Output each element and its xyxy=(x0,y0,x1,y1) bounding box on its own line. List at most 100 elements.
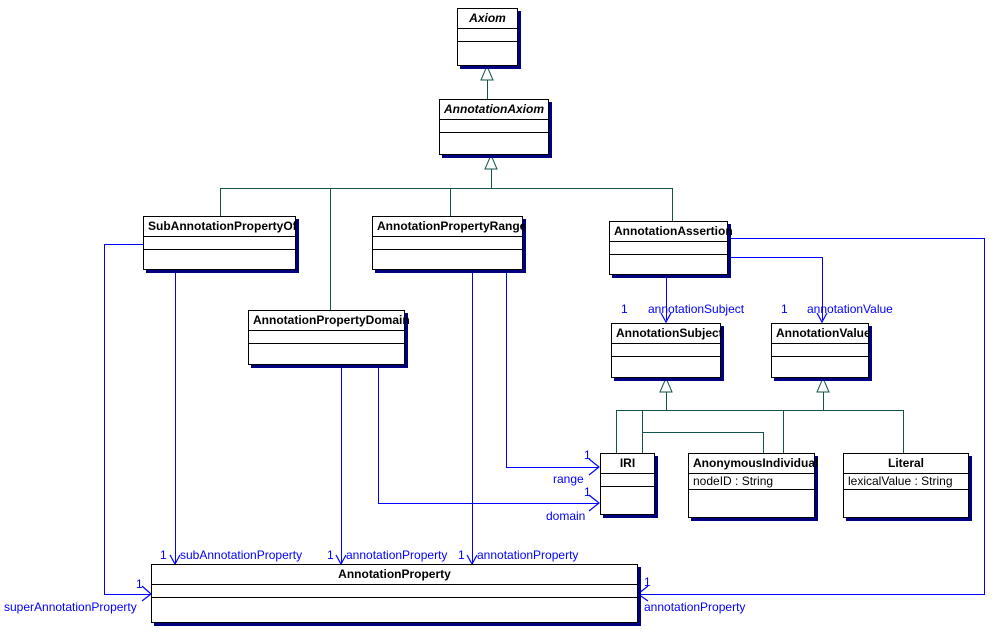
mult-annotationproperty-domain: 1 xyxy=(327,548,334,562)
assoc-line-annotationproperty-range xyxy=(472,270,473,564)
class-name-iri: IRI xyxy=(601,454,654,474)
assoc-line-subannotationproperty xyxy=(175,270,176,564)
class-attributes-annotationpropertydomain xyxy=(249,331,404,344)
assoc-line-annotationproperty-assertion-v xyxy=(984,238,985,594)
class-name-anonymousindividual: AnonymousIndividual xyxy=(689,454,818,474)
mult-annotationproperty-range: 1 xyxy=(458,548,465,562)
class-operations-annotationvalue xyxy=(772,357,868,369)
assoc-line-annotationvalue-h xyxy=(728,257,823,258)
class-name-annotationpropertydomain: AnnotationPropertyDomain xyxy=(249,311,410,331)
class-box-annotationpropertyrange[interactable]: AnnotationPropertyRange xyxy=(372,216,526,270)
class-box-subannotationpropertyof[interactable]: SubAnnotationPropertyOf xyxy=(143,216,297,270)
class-operations-anonymousindividual xyxy=(689,490,814,502)
gen-line-drop-annotationpropertydomain xyxy=(330,188,331,310)
assoc-line-superannotationproperty-v xyxy=(104,244,105,594)
mult-superannotationproperty: 1 xyxy=(136,577,143,591)
gen-line-annotationsubject-drop-anon xyxy=(783,410,784,453)
class-attributes-subannotationpropertyof xyxy=(144,237,295,250)
assoc-line-annotationproperty-domain xyxy=(341,365,342,564)
class-box-anonymousindividual[interactable]: AnonymousIndividual nodeID : String xyxy=(688,453,818,518)
assoc-line-range-v xyxy=(506,270,507,467)
gen-line-annotationvalue-inner-drop-anon xyxy=(763,432,764,453)
class-operations-annotationaxiom xyxy=(440,133,548,145)
class-operations-annotationpropertyrange xyxy=(373,250,522,262)
gen-line-annotationvalue-inner-drop-iri xyxy=(642,432,643,453)
gen-line-drop-annotationpropertyrange xyxy=(450,188,451,216)
class-box-axiom[interactable]: Axiom xyxy=(457,8,518,66)
class-box-literal[interactable]: Literal lexicalValue : String xyxy=(843,453,969,518)
gen-line-annotationvalue-bus xyxy=(642,410,904,411)
gen-line-drop-annotationassertion xyxy=(672,188,673,221)
mult-annotationproperty-right: 1 xyxy=(644,575,651,589)
gen-line-annotationaxiom-axiom xyxy=(487,78,488,99)
class-name-annotationsubject: AnnotationSubject xyxy=(612,324,723,344)
role-annotationproperty-domain: annotationProperty xyxy=(346,548,448,562)
assoc-line-superannotationproperty-h-bottom xyxy=(104,594,151,595)
role-annotationvalue: annotationValue xyxy=(807,302,893,316)
class-attributes-annotationvalue xyxy=(772,344,868,357)
assoc-line-domain-v xyxy=(378,365,379,503)
mult-domain: 1 xyxy=(584,485,591,499)
mult-subannotationproperty: 1 xyxy=(160,548,167,562)
role-annotationsubject: annotationSubject xyxy=(648,302,745,316)
class-box-annotationvalue[interactable]: AnnotationValue xyxy=(771,323,871,378)
class-name-subannotationpropertyof: SubAnnotationPropertyOf xyxy=(144,217,297,237)
assoc-line-annotationvalue-v xyxy=(822,257,823,320)
assoc-line-range-h xyxy=(506,467,598,468)
mult-annotationsubject: 1 xyxy=(621,302,628,316)
role-subannotationproperty: subAnnotationProperty xyxy=(180,548,303,562)
class-attributes-annotationassertion xyxy=(610,242,727,255)
class-box-annotationaxiom[interactable]: AnnotationAxiom xyxy=(439,99,549,155)
class-box-annotationsubject[interactable]: AnnotationSubject xyxy=(611,323,723,378)
class-attributes-annotationsubject xyxy=(612,344,720,357)
class-operations-annotationsubject xyxy=(612,357,720,369)
gen-line-annotationaxiom-stem xyxy=(491,167,492,188)
class-name-annotationaxiom: AnnotationAxiom xyxy=(440,100,548,120)
assoc-line-domain-h xyxy=(378,503,598,504)
role-annotationproperty-range: annotationProperty xyxy=(477,548,579,562)
class-name-literal: Literal xyxy=(844,454,968,474)
class-operations-annotationassertion xyxy=(610,255,727,267)
role-range: range xyxy=(553,472,584,486)
role-superannotationproperty: superAnnotationProperty xyxy=(4,600,137,614)
class-box-annotationproperty[interactable]: AnnotationProperty xyxy=(151,564,638,623)
assoc-line-superannotationproperty-h-top xyxy=(104,244,144,245)
class-attributes-annotationaxiom xyxy=(440,120,548,133)
class-operations-iri xyxy=(601,487,654,499)
class-name-annotationvalue: AnnotationValue xyxy=(772,324,871,344)
class-box-iri[interactable]: IRI xyxy=(600,453,655,515)
class-name-axiom: Axiom xyxy=(458,9,517,29)
gen-line-annotationvalue-stem xyxy=(823,390,824,410)
class-operations-subannotationpropertyof xyxy=(144,250,295,262)
class-operations-literal xyxy=(844,490,968,502)
role-domain: domain xyxy=(546,509,586,523)
assoc-line-annotationproperty-assertion-h-bottom xyxy=(638,594,985,595)
class-attributes-annotationproperty xyxy=(152,585,637,598)
class-attribute-lexicalvalue: lexicalValue : String xyxy=(844,474,968,490)
role-annotationproperty-right: annotationProperty xyxy=(644,600,746,614)
gen-line-drop-subannotationpropertyof xyxy=(220,188,221,216)
class-box-annotationpropertydomain[interactable]: AnnotationPropertyDomain xyxy=(248,310,410,365)
class-box-annotationassertion[interactable]: AnnotationAssertion xyxy=(609,221,733,275)
gen-line-annotationvalue-drop-iri xyxy=(642,410,643,432)
class-attributes-annotationpropertyrange xyxy=(373,237,522,250)
class-name-annotationassertion: AnnotationAssertion xyxy=(610,222,733,242)
class-operations-annotationproperty xyxy=(152,598,637,610)
class-name-annotationpropertyrange: AnnotationPropertyRange xyxy=(373,217,526,237)
mult-range: 1 xyxy=(584,448,591,462)
gen-line-annotationsubject-drop-iri xyxy=(616,410,617,453)
gen-line-annotationsubject-stem xyxy=(666,390,667,410)
gen-line-annotationaxiom-bus xyxy=(220,188,673,189)
class-operations-annotationpropertydomain xyxy=(249,344,404,356)
class-attributes-iri xyxy=(601,474,654,487)
assoc-line-annotationproperty-assertion-h-top xyxy=(728,238,985,239)
class-operations-axiom xyxy=(458,42,517,54)
mult-annotationvalue: 1 xyxy=(781,302,788,316)
class-name-annotationproperty: AnnotationProperty xyxy=(152,565,637,585)
gen-line-annotationvalue-inner-bus xyxy=(642,432,763,433)
gen-line-annotationvalue-drop-literal xyxy=(903,410,904,453)
class-attribute-nodeid: nodeID : String xyxy=(689,474,814,490)
assoc-line-annotationsubject xyxy=(666,275,667,320)
